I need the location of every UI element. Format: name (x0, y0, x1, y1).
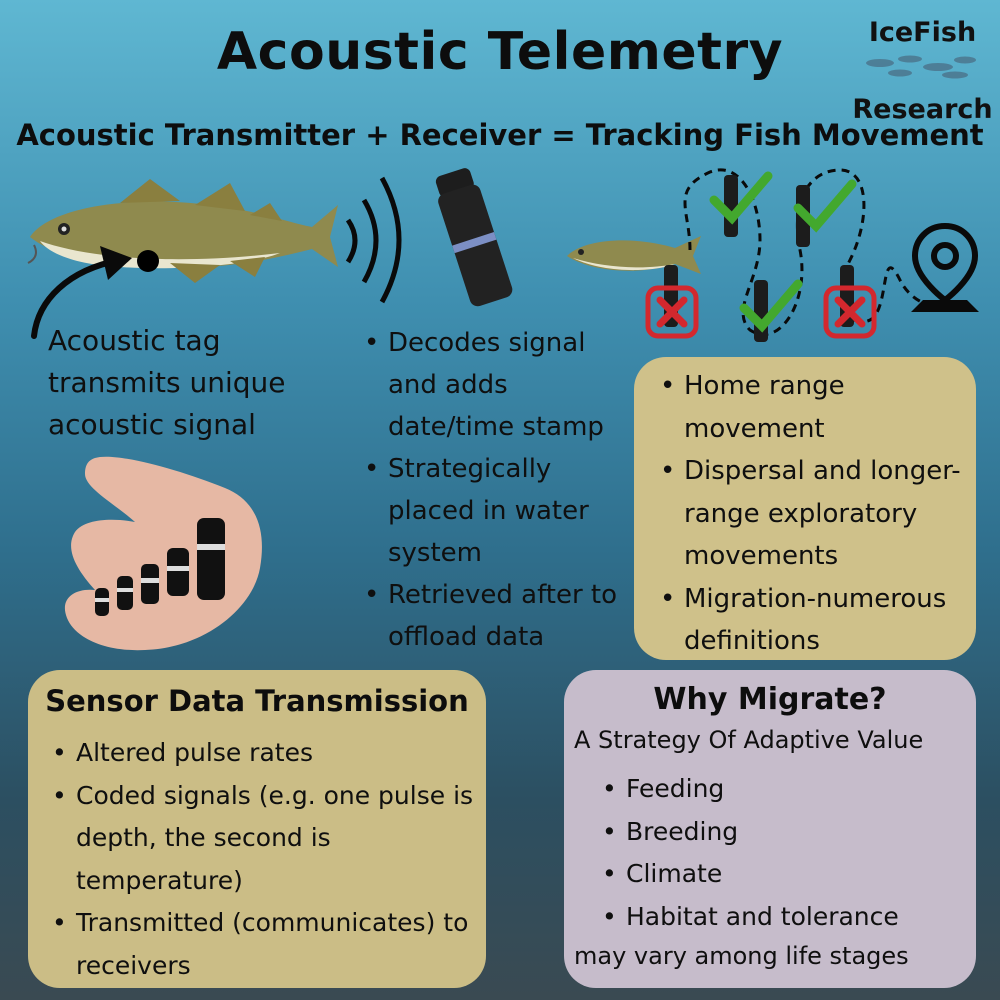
logo-fish-icon (866, 55, 976, 79)
check-icon (709, 171, 773, 225)
subtitle: Acoustic Transmitter + Receiver = Tracki… (16, 118, 984, 152)
why-heading: Why Migrate? (653, 682, 887, 717)
why-item: Climate (600, 853, 960, 896)
logo-line-2: Research (852, 94, 993, 125)
why-footer: may vary among life stages (574, 942, 909, 970)
why-item: Breeding (600, 811, 960, 854)
location-pin-icon (911, 222, 979, 312)
logo-line-1: IceFish (868, 17, 977, 48)
sensor-item: Coded signals (e.g. one pulse is depth, … (50, 775, 486, 903)
receiver-item: Strategically placed in water system (362, 448, 632, 574)
sound-wave-icon (345, 176, 402, 304)
receiver-item: Decodes signal and adds date/time stamp (362, 322, 632, 448)
why-item: Habitat and tolerance (600, 896, 960, 939)
receiver-item: Retrieved after to offload data (362, 574, 632, 658)
sensor-item: Transmitted (communicates) to receivers (50, 902, 486, 987)
page-title: Acoustic Telemetry (216, 22, 784, 82)
sensor-data-box: Sensor Data Transmission Altered pulse r… (28, 670, 486, 988)
why-migrate-box: Why Migrate? A Strategy Of Adaptive Valu… (564, 670, 976, 988)
small-fish-icon (567, 236, 701, 274)
movement-item: Migration-numerous definitions (658, 578, 976, 663)
acoustic-tag-dot (137, 250, 159, 272)
logo: IceFish Research (850, 14, 995, 128)
movement-types-box: Home range movement Dispersal and longer… (634, 357, 976, 660)
sensor-item: Altered pulse rates (50, 732, 486, 775)
movement-item: Home range movement (658, 365, 976, 450)
why-subheading: A Strategy Of Adaptive Value (574, 726, 924, 754)
receiver-icon (435, 168, 513, 307)
tag-caption: Acoustic tag transmits unique acoustic s… (48, 324, 286, 441)
check-icon (739, 279, 803, 333)
movement-item: Dispersal and longer-range exploratory m… (658, 450, 976, 578)
receiver-list: Decodes signal and adds date/time stamp … (362, 322, 632, 658)
cross-icon (645, 285, 699, 339)
arrow-icon (31, 246, 132, 339)
why-item: Feeding (600, 768, 960, 811)
sensor-heading: Sensor Data Transmission (45, 684, 469, 718)
hand-with-tags-icon (64, 456, 262, 651)
check-icon (793, 179, 857, 233)
cross-icon (823, 285, 877, 339)
